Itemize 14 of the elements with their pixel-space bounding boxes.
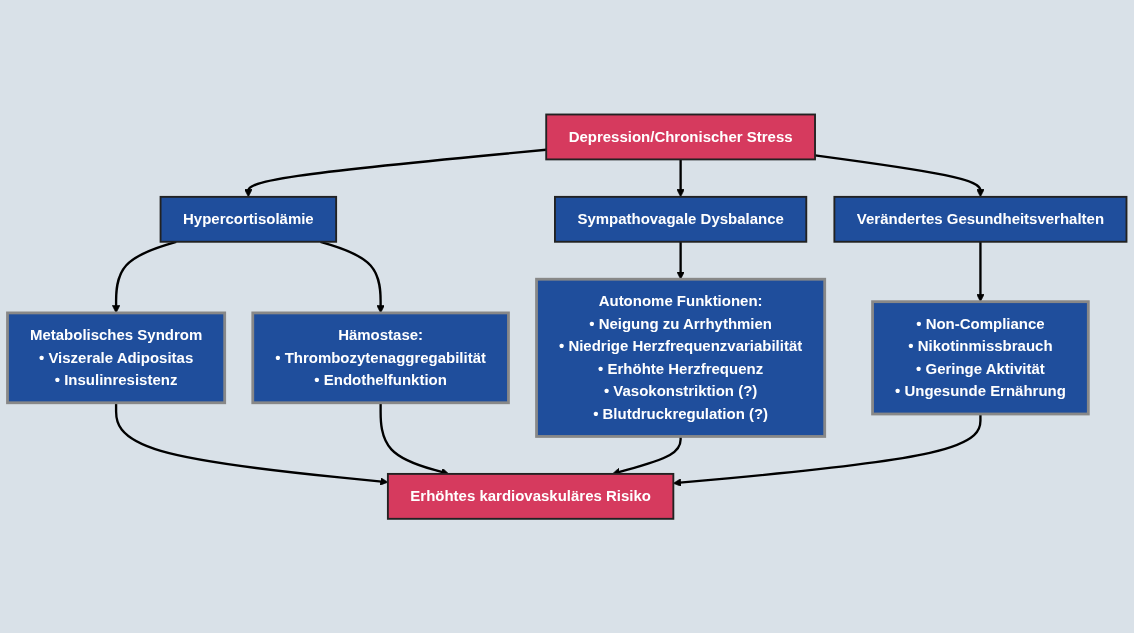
node-box: Depression/Chronischer Stress [545, 113, 816, 161]
arrow [976, 241, 985, 302]
arrow [676, 241, 685, 280]
arrow [814, 154, 985, 198]
node-box: Erhöhtes kardiovaskuläres Risiko [386, 472, 675, 520]
node-box: Verändertes Gesundheitsverhalten [833, 195, 1128, 243]
node-box: Sympathovagale Dysbalance [554, 195, 808, 243]
node-box: • Non-Compliance • Nikotinmissbrauch • Geringe Aktivität • Ungesunde Ernährung [871, 300, 1090, 416]
node-box: Autonome Funktionen: • Neigung zu Arrhythmien • Niedrige Herzfrequenzvariabilität • Erhöhte Herzfrequenz • Vasokonstriktion (?) • Blutdruckregulation (?) [535, 277, 827, 438]
node-box: Hypercortisolämie [159, 195, 338, 243]
arrow [676, 159, 685, 198]
arrow [244, 148, 547, 198]
node-box: Metabolisches Syndrom • Viszerale Adipositas • Insulinresistenz [6, 311, 227, 404]
node-box: Hämostase: • Thrombozytenaggregabilität • Endothelfunktion [251, 311, 510, 404]
